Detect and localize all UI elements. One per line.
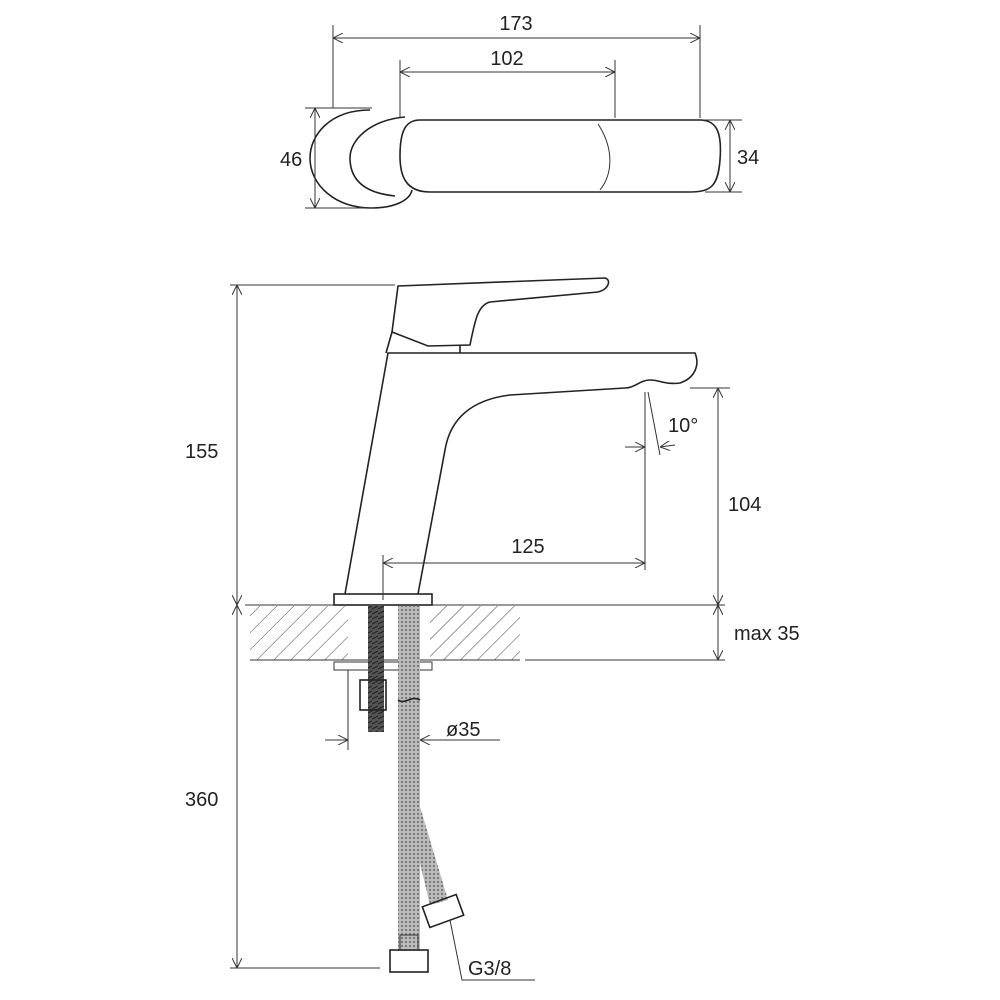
dim-spout-height: 104 [728,494,761,516]
mounting-stud [368,606,384,732]
top-view: 173 102 46 34 [280,13,759,209]
hose-nut-2 [421,893,465,929]
dim-handle-length: 102 [490,48,523,70]
dim-base-diameter: 46 [280,149,302,171]
dim-total-height: 155 [185,441,218,463]
handle-outline [399,119,722,193]
dim-hose-length: 360 [185,789,218,811]
dim-outlet-angle: 10° [668,415,698,437]
dim-spout-reach: 125 [511,536,544,558]
dim-thread: G3/8 [468,958,511,980]
dim-overall-length: 173 [499,13,532,35]
dim-hole-diameter: ø35 [446,719,480,741]
hose-nut-1 [389,949,429,973]
dim-handle-width: 34 [737,147,759,169]
base-rosette [309,109,413,209]
supply-hose-2 [412,800,448,905]
supply-hose-1 [398,606,420,951]
faucet-body [344,352,698,595]
side-view: G3/8 155 360 104 max 35 125 10° ø35 [185,277,800,981]
countertop-right [430,606,520,660]
dim-max-counter: max 35 [734,623,800,645]
countertop-left [250,606,348,660]
lever-handle [391,277,610,347]
